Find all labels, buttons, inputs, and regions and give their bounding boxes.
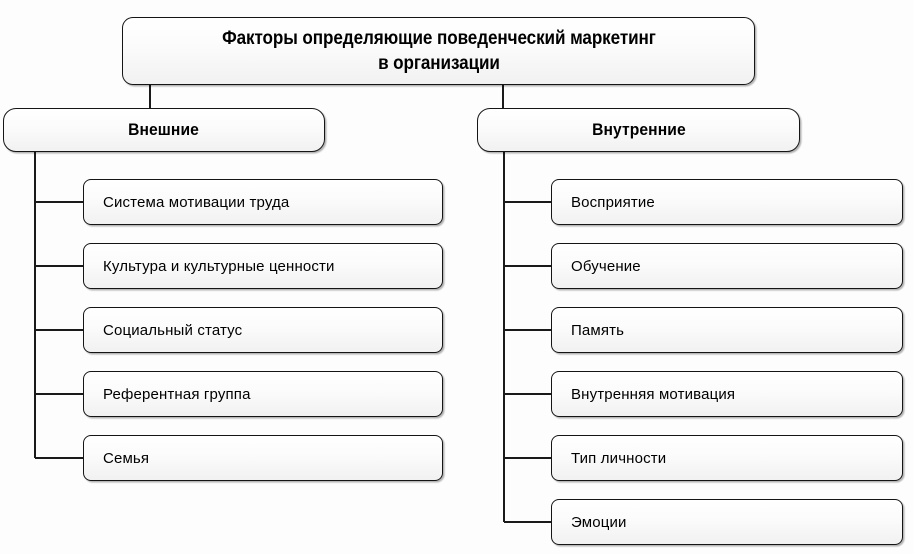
leaf-node-external-4-label: Референтная группа bbox=[103, 385, 251, 403]
root-node-title: Факторы определяющие поведенческий марке… bbox=[122, 17, 755, 85]
leaf-node-internal-3-label: Память bbox=[571, 321, 625, 339]
leaf-node-internal-2-label: Обучение bbox=[571, 257, 641, 275]
leaf-node-external-4: Референтная группа bbox=[83, 371, 443, 417]
leaf-node-internal-1: Восприятие bbox=[551, 179, 903, 225]
leaf-node-internal-5: Тип личности bbox=[551, 435, 903, 481]
leaf-node-external-3: Социальный статус bbox=[83, 307, 443, 353]
leaf-node-external-1-label: Система мотивации труда bbox=[103, 193, 290, 211]
root-node-label: Факторы определяющие поведенческий марке… bbox=[221, 28, 656, 74]
branch-node-external-label: Внешние bbox=[128, 120, 200, 139]
leaf-node-internal-6: Эмоции bbox=[551, 499, 903, 545]
leaf-node-internal-6-label: Эмоции bbox=[571, 513, 627, 531]
leaf-node-internal-4-label: Внутренняя мотивация bbox=[571, 385, 736, 403]
leaf-node-internal-4: Внутренняя мотивация bbox=[551, 371, 903, 417]
branch-node-external: Внешние bbox=[3, 108, 325, 152]
leaf-node-internal-1-label: Восприятие bbox=[571, 193, 655, 211]
leaf-node-internal-3: Память bbox=[551, 307, 903, 353]
leaf-node-external-5: Семья bbox=[83, 435, 443, 481]
leaf-node-external-2: Культура и культурные ценности bbox=[83, 243, 443, 289]
branch-node-internal: Внутренние bbox=[477, 108, 800, 152]
leaf-node-external-2-label: Культура и культурные ценности bbox=[103, 257, 335, 275]
leaf-node-internal-2: Обучение bbox=[551, 243, 903, 289]
leaf-node-external-5-label: Семья bbox=[103, 449, 150, 467]
leaf-node-external-3-label: Социальный статус bbox=[103, 321, 243, 339]
branch-node-internal-label: Внутренние bbox=[591, 120, 686, 139]
leaf-node-internal-5-label: Тип личности bbox=[571, 449, 667, 467]
leaf-node-external-1: Система мотивации труда bbox=[83, 179, 443, 225]
